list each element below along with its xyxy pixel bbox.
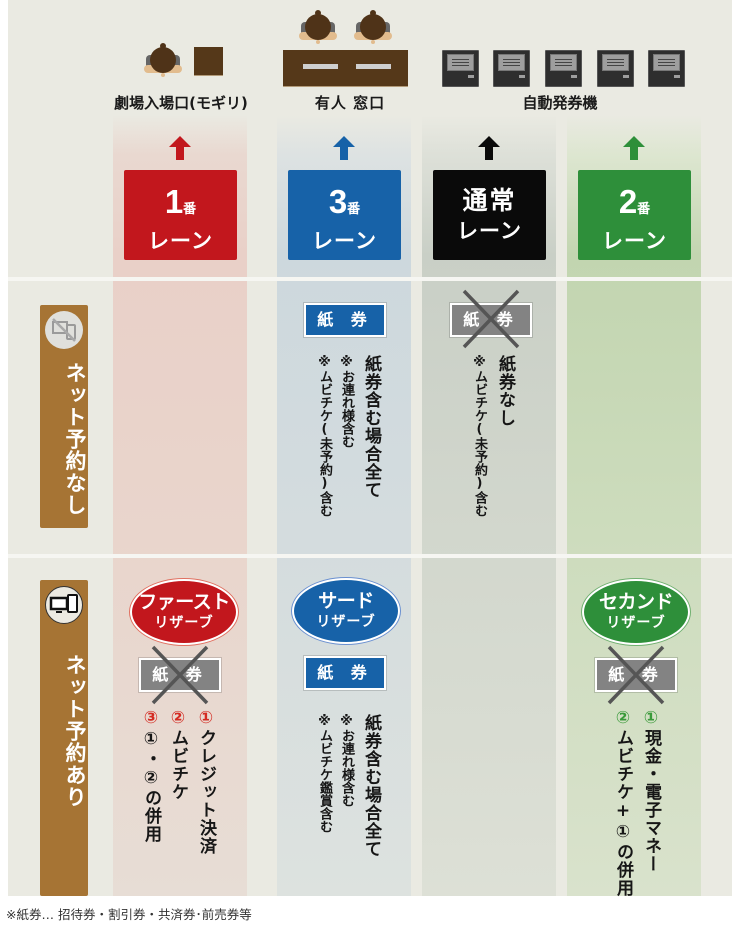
lane-label: レーン <box>148 229 213 253</box>
lane1-item-3: ③①・②の併用 <box>140 708 162 843</box>
kiosk-icon <box>493 50 530 87</box>
facility-label-gate: 劇場入場口(モギリ) <box>114 94 248 112</box>
counter-desk-icon <box>283 50 408 87</box>
person-icon <box>354 10 392 44</box>
item-number: ② <box>168 708 188 729</box>
item-number: ③ <box>141 708 161 729</box>
lane-number: 2 <box>618 183 638 220</box>
arrow-up-icon <box>623 136 645 162</box>
item-number: ① <box>196 708 216 729</box>
badge-title: ファースト <box>138 591 230 613</box>
desk-icon <box>194 47 223 76</box>
item-text: ①・②の併用 <box>141 729 161 843</box>
item-text: ムビチケ <box>168 729 188 801</box>
badge-subtitle: リザーブ <box>154 615 214 631</box>
lane-number: 3 <box>328 183 348 220</box>
footnote: ※紙券… 招待券・割引券・共済券･前売券等 <box>6 907 252 922</box>
pc-and-phone-icon <box>45 586 83 624</box>
lane-number-suffix: 番 <box>637 201 651 216</box>
badge-subtitle: リザーブ <box>606 615 666 631</box>
lane-label: レーン <box>312 229 377 253</box>
paper-ticket-tag-crossed: 紙 券 <box>138 657 222 693</box>
facility-label-kiosk: 自動発券機 <box>522 94 598 112</box>
paper-ticket-tag: 紙 券 <box>303 655 387 691</box>
row-label-text: ネット予約なし <box>63 362 87 516</box>
normal-no-res-note: ※ムビチケ(未予約)含む <box>472 355 487 517</box>
normal-lane-sign: 通常 レーン <box>433 170 546 260</box>
second-reserve-badge: セカンド リザーブ <box>582 579 690 645</box>
kiosk-icon <box>648 50 685 87</box>
person-icon <box>144 43 182 77</box>
arrow-up-icon <box>333 136 355 162</box>
item-text: クレジット決済 <box>196 729 216 855</box>
item-text: 現金・電子マネー <box>641 729 661 873</box>
lane-kind: 通常 <box>462 186 517 215</box>
lane3-res-note: ※お連れ様含む <box>339 714 354 807</box>
paper-ticket-tag: 紙 券 <box>303 302 387 338</box>
lane-number-suffix: 番 <box>183 201 197 216</box>
item-text: ムビチケ+①の併用 <box>613 729 633 897</box>
badge-subtitle: リザーブ <box>316 614 376 630</box>
badge-title: サード <box>318 590 374 612</box>
lane3-res-main: 紙券含む場合全て <box>361 714 381 858</box>
badge-title: セカンド <box>598 591 674 613</box>
kiosk-icon <box>597 50 634 87</box>
third-reserve-badge: サード リザーブ <box>292 578 400 644</box>
kiosk-icon <box>545 50 582 87</box>
lane3-res-note: ※ムビチケ鑑賞含む <box>317 714 332 833</box>
facility-label-counter: 有人 窓口 <box>314 94 386 112</box>
lane2-item-2: ②ムビチケ+①の併用 <box>612 708 634 897</box>
first-reserve-badge: ファースト リザーブ <box>130 579 238 645</box>
lane-number-suffix: 番 <box>347 201 361 216</box>
row-label-no-reservation: ネット予約なし <box>40 305 88 528</box>
row-divider <box>8 277 732 281</box>
lane3-no-res-main: 紙券含む場合全て <box>361 355 381 499</box>
lane-number: 1 <box>164 183 184 220</box>
kiosk-icon <box>442 50 479 87</box>
lane3-no-res-note: ※ムビチケ(未予約)含む <box>317 355 332 517</box>
arrow-up-icon <box>169 136 191 162</box>
lane-label: レーン <box>602 229 667 253</box>
normal-no-res-main: 紙券なし <box>495 355 515 427</box>
row-label-with-reservation: ネット予約あり <box>40 580 88 896</box>
arrow-up-icon <box>478 136 500 162</box>
lane-1-sign: 1番 レーン <box>124 170 237 260</box>
lane1-item-2: ②ムビチケ <box>167 708 189 801</box>
no-device-icon <box>45 311 83 349</box>
lane-label: レーン <box>457 219 522 243</box>
lane3-no-res-note: ※お連れ様含む <box>339 355 354 448</box>
paper-ticket-tag-crossed: 紙 券 <box>449 302 533 338</box>
person-icon <box>299 10 337 44</box>
lane1-item-1: ①クレジット決済 <box>195 708 217 855</box>
paper-ticket-tag-crossed: 紙 券 <box>594 657 678 693</box>
lane-3-sign: 3番 レーン <box>288 170 401 260</box>
lane-2-sign: 2番 レーン <box>578 170 691 260</box>
item-number: ① <box>641 708 661 729</box>
lane2-item-1: ①現金・電子マネー <box>640 708 662 873</box>
row-label-text: ネット予約あり <box>63 654 87 808</box>
row-divider <box>8 554 732 558</box>
item-number: ② <box>613 708 633 729</box>
